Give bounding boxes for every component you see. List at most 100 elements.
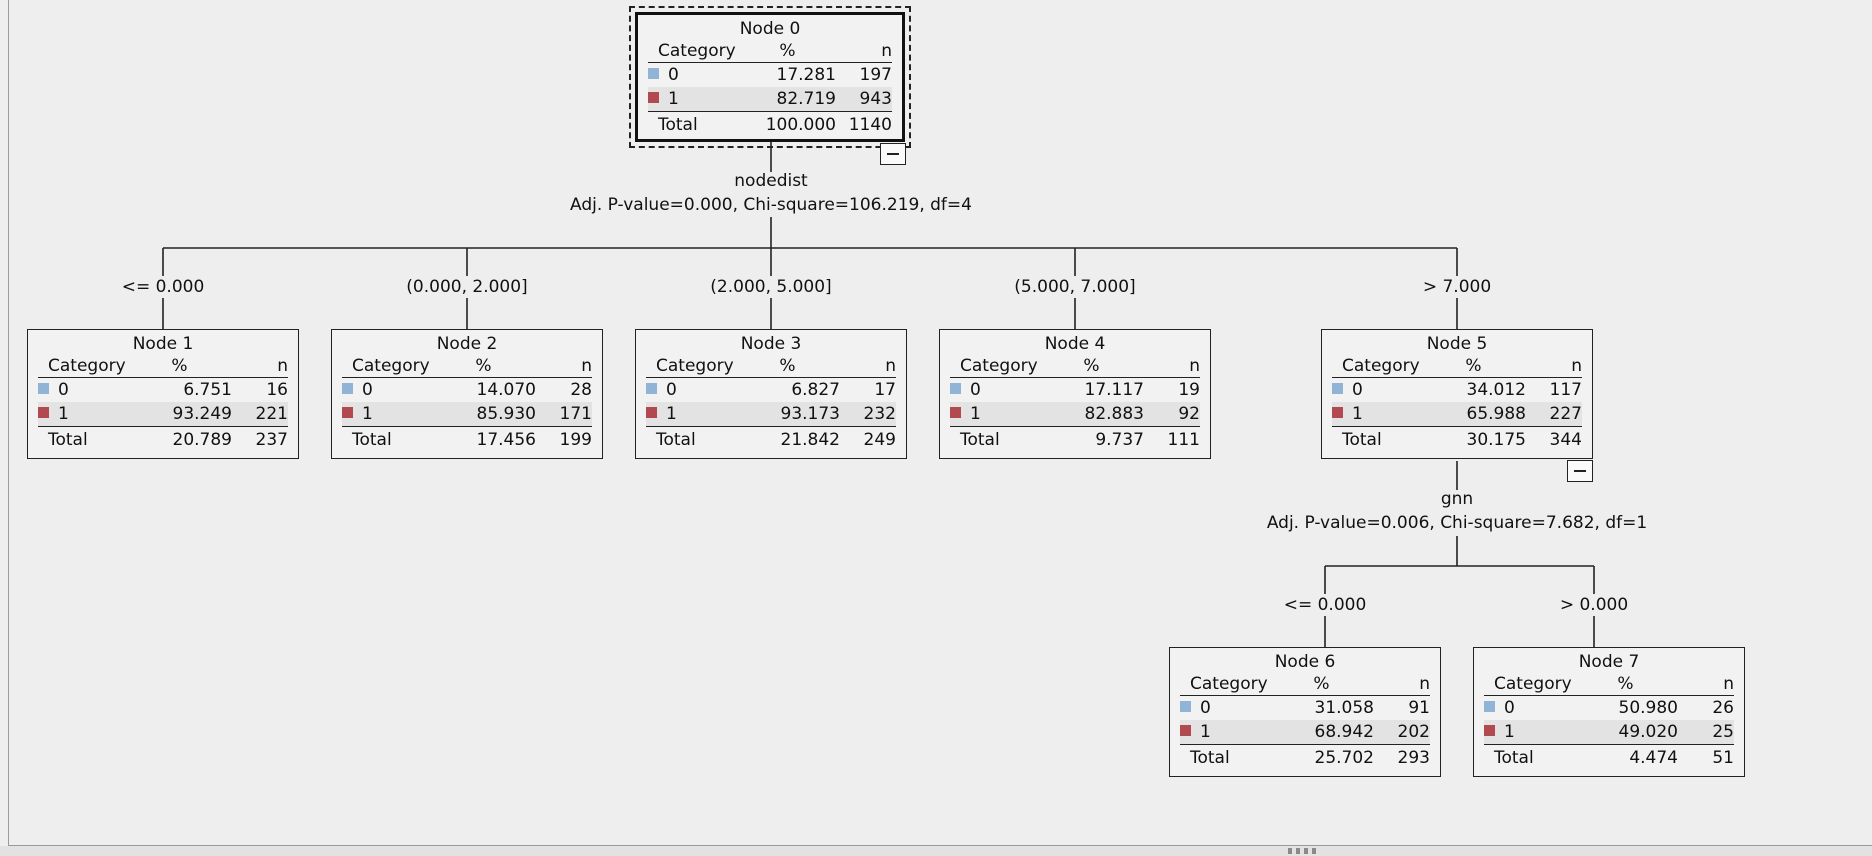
category-cell: 0 (1180, 696, 1264, 720)
count-cell: 28 (570, 380, 592, 400)
header-category: Category (658, 41, 736, 61)
node-title: Node 3 (740, 334, 802, 354)
percent-cell: 82.883 (1084, 404, 1144, 424)
category-swatch-icon (950, 382, 961, 394)
header-n: n (277, 356, 288, 376)
count-cell: 221 (255, 404, 288, 424)
category-swatch-icon (648, 91, 659, 103)
category-cell: 0 (1484, 696, 1568, 720)
category-label: 1 (362, 404, 373, 424)
count-cell: 26 (1712, 698, 1734, 718)
branch-label-n6: <= 0.000 (1260, 594, 1390, 616)
percent-cell: 50.980 (1618, 698, 1678, 718)
header-n: n (581, 356, 592, 376)
header-category: Category (48, 356, 126, 376)
percent-cell: 31.058 (1314, 698, 1374, 718)
total-percent: 100.000 (765, 115, 836, 135)
count-cell: 19 (1178, 380, 1200, 400)
percent-cell: 93.249 (172, 404, 232, 424)
split-variable-node5: gnn (1440, 489, 1474, 509)
percent-cell: 68.942 (1314, 722, 1374, 742)
total-count: 199 (559, 430, 592, 450)
percent-cell: 34.012 (1466, 380, 1526, 400)
category-cell: 1 (342, 402, 426, 426)
node-table-header: Category%n (646, 355, 896, 378)
percent-cell: 65.988 (1466, 404, 1526, 424)
count-cell: 16 (266, 380, 288, 400)
total-row: Total 30.175 344 (1332, 426, 1582, 453)
bottom-strip (0, 846, 1872, 856)
branch-label-n3: (2.000, 5.000] (681, 276, 861, 298)
resize-grip[interactable] (1288, 848, 1318, 854)
header-percent: % (475, 356, 492, 376)
category-label: 1 (666, 404, 677, 424)
category-swatch-icon (342, 382, 353, 394)
category-label: 0 (362, 380, 373, 400)
node-title: Node 1 (132, 334, 194, 354)
category-cell: 0 (38, 378, 122, 402)
count-cell: 117 (1549, 380, 1582, 400)
collapse-node-0-button[interactable] (880, 143, 906, 165)
collapse-node-5-button[interactable] (1567, 460, 1593, 482)
count-cell: 17 (874, 380, 896, 400)
category-cell: 0 (950, 378, 1034, 402)
total-percent: 30.175 (1466, 430, 1526, 450)
total-percent: 4.474 (1629, 748, 1678, 768)
category-label: 1 (1200, 722, 1211, 742)
header-n: n (1189, 356, 1200, 376)
category-label: 0 (1200, 698, 1211, 718)
total-percent: 17.456 (476, 430, 536, 450)
total-label: Total (1342, 430, 1382, 450)
total-count: 51 (1712, 748, 1734, 768)
node-table-header: Category%n (342, 355, 592, 378)
category-cell: 0 (648, 63, 726, 87)
count-cell: 197 (859, 65, 892, 85)
total-count: 344 (1549, 430, 1582, 450)
category-swatch-icon (1484, 724, 1495, 736)
category-label: 1 (970, 404, 981, 424)
category-cell: 0 (342, 378, 426, 402)
header-n: n (881, 41, 892, 61)
branch-label-n5: > 7.000 (1392, 276, 1522, 298)
percent-cell: 49.020 (1618, 722, 1678, 742)
category-label: 0 (970, 380, 981, 400)
total-label: Total (352, 430, 392, 450)
header-category: Category (1494, 674, 1572, 694)
category-label: 1 (1352, 404, 1363, 424)
category-swatch-icon (648, 67, 659, 79)
category-cell: 1 (646, 402, 730, 426)
category-swatch-icon (1332, 406, 1343, 418)
category-cell: 1 (1332, 402, 1416, 426)
category-row: 0 50.980 26 (1484, 696, 1734, 720)
percent-cell: 85.930 (476, 404, 536, 424)
category-swatch-icon (1180, 724, 1191, 736)
split-stats-node5: Adj. P-value=0.006, Chi-square=7.682, df… (1266, 513, 1648, 533)
category-row: 1 85.930 171 (342, 402, 592, 426)
category-cell: 1 (1484, 720, 1568, 744)
node-table-header: Category%n (950, 355, 1200, 378)
count-cell: 171 (559, 404, 592, 424)
node-title: Node 5 (1426, 334, 1488, 354)
category-cell: 1 (950, 402, 1034, 426)
node-table-header: Category%n (1180, 673, 1430, 696)
node-title: Node 2 (436, 334, 498, 354)
category-swatch-icon (646, 406, 657, 418)
